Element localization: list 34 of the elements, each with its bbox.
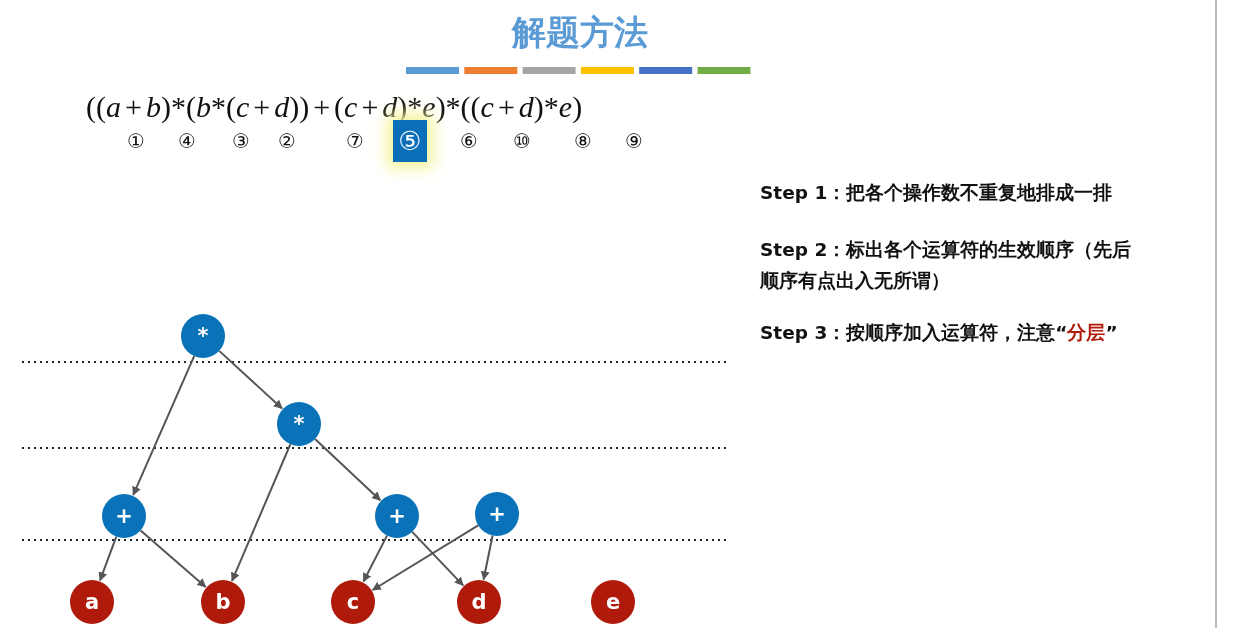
order-number: ⑥	[459, 128, 479, 155]
operand-circle: e	[591, 580, 635, 624]
arrow	[98, 535, 118, 582]
arrow	[362, 534, 388, 583]
operator-circle: +	[102, 494, 146, 538]
step-text: Step 1：把各个操作数不重复地排成一排	[760, 181, 1114, 205]
operator-circle: *	[181, 314, 225, 358]
arrow	[139, 529, 207, 588]
operand-circle: c	[331, 580, 375, 624]
order-number: ⑦	[345, 128, 365, 155]
order-number: ⑨	[624, 128, 644, 155]
arrow	[231, 443, 292, 582]
arrow	[371, 524, 480, 591]
arrow	[132, 355, 196, 496]
order-number: ⑩	[512, 128, 532, 155]
operator-circle: +	[475, 492, 519, 536]
step-text: Step 3：按顺序加入运算符，注意“分层”	[760, 321, 1119, 345]
order-number: ⑧	[573, 128, 593, 155]
operator-circle: +	[375, 494, 419, 538]
order-number: ④	[177, 128, 197, 155]
operator-circle: *	[277, 402, 321, 446]
highlighted-order-number: ⑤	[393, 120, 427, 162]
operand-circle: b	[201, 580, 245, 624]
arrow	[314, 438, 382, 502]
order-number: ③	[231, 128, 251, 155]
operand-circle: d	[457, 580, 501, 624]
step-text: Step 2：标出各个运算符的生效顺序（先后顺序有点出入无所谓）	[760, 238, 1133, 293]
operand-circle: a	[70, 580, 114, 624]
order-number: ②	[277, 128, 297, 155]
arrow	[480, 534, 494, 581]
order-number: ①	[126, 128, 146, 155]
arrow	[218, 349, 284, 410]
title: 解题方法	[510, 11, 649, 54]
arrow	[411, 530, 465, 587]
